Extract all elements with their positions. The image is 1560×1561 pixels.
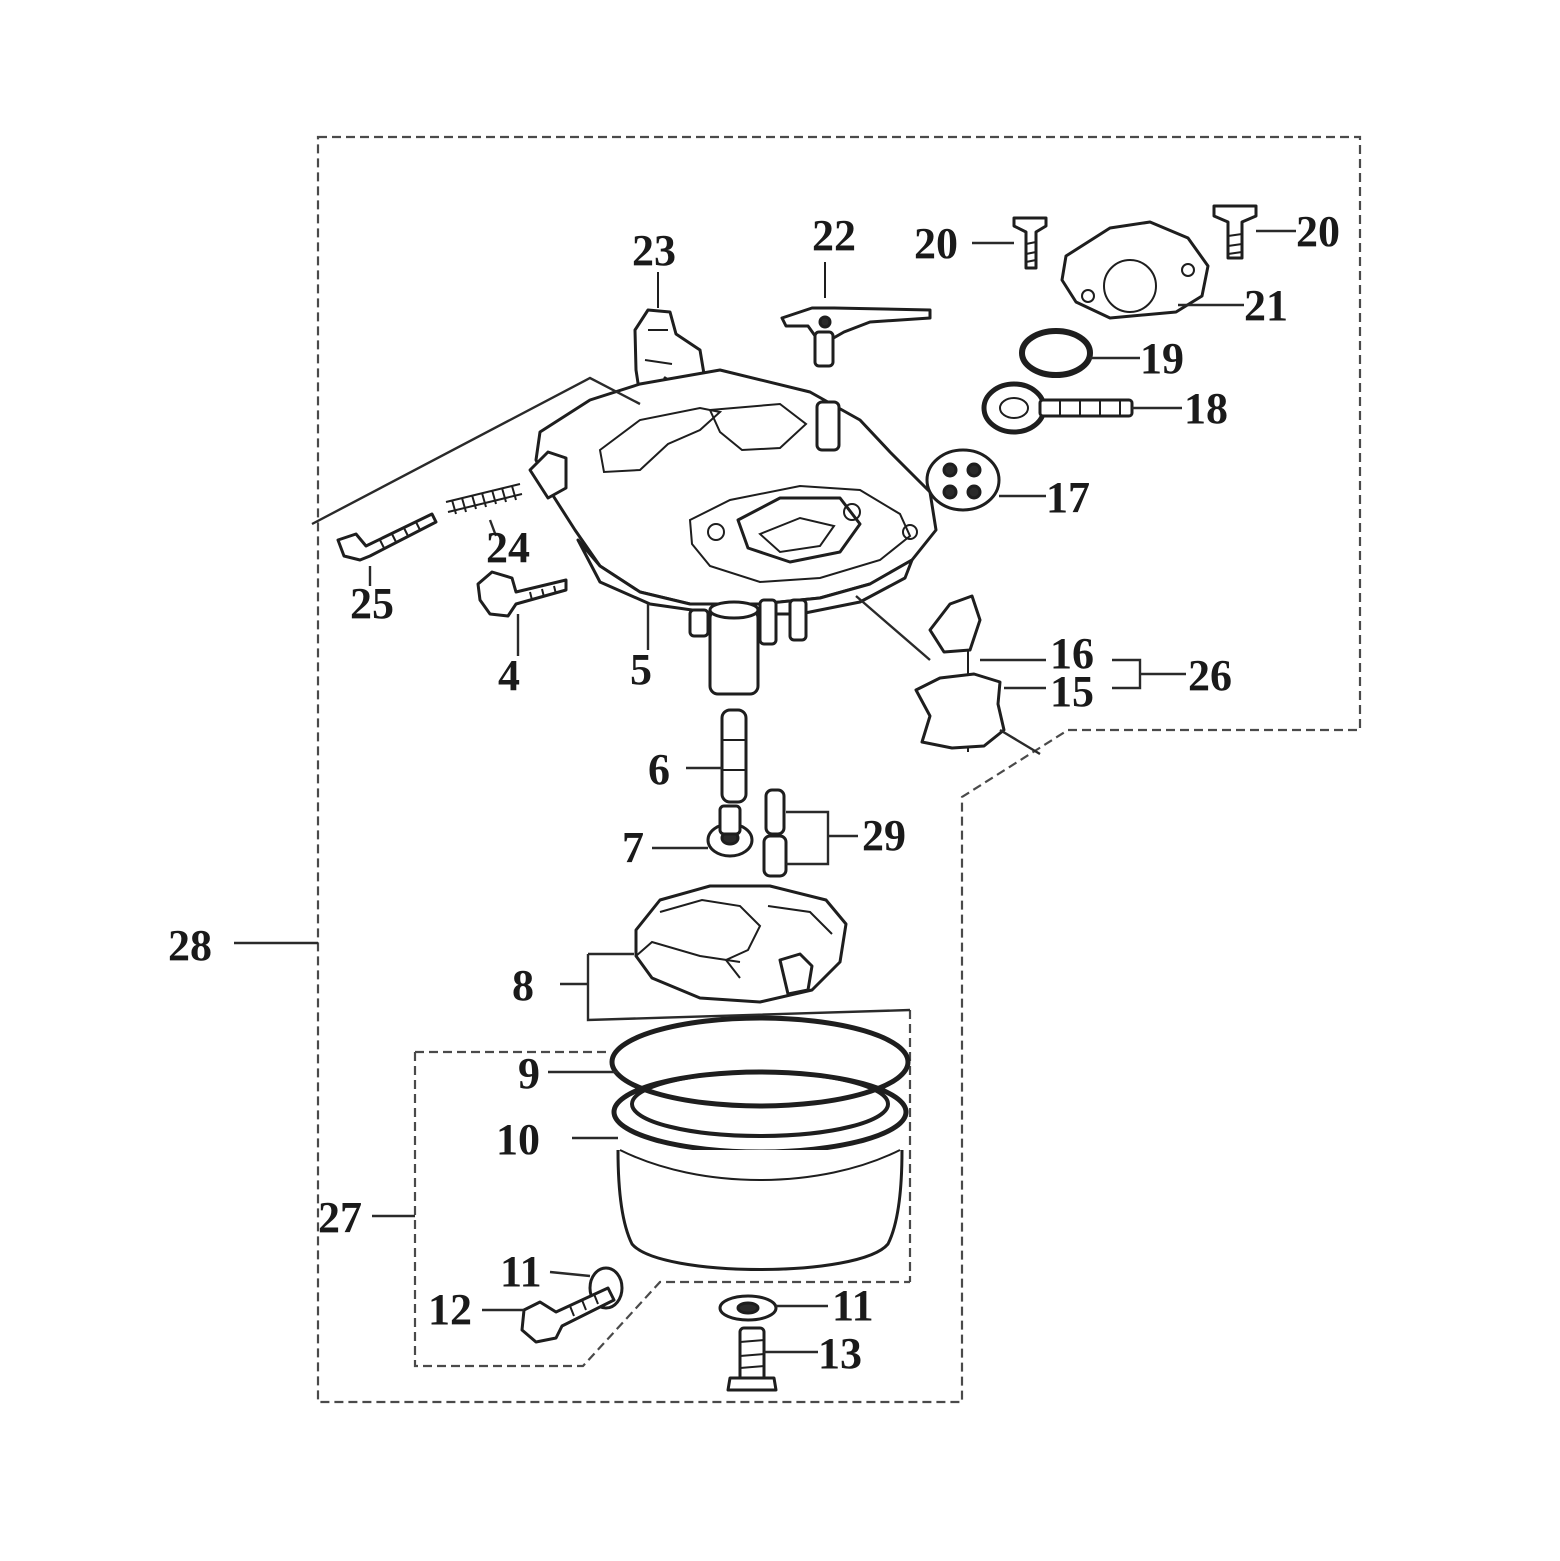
callout-25: 25 [350,579,394,628]
callout-8: 8 [512,961,534,1010]
callout-16: 16 [1050,629,1094,678]
part-18-jet [981,381,1134,435]
part-12-drain-screw [520,1286,616,1344]
part-10-float-bowl [611,1069,909,1271]
callout-17: 17 [1046,473,1090,522]
part-7-washer [706,804,754,858]
part-24-idle-spring [445,483,523,515]
callout-24: 24 [486,523,530,572]
callout-7: 7 [622,823,644,872]
assembly-28-boundary [316,135,1362,1404]
callout-28: 28 [168,921,212,970]
callout-20-right: 20 [1296,207,1340,256]
callout-21: 21 [1244,281,1288,330]
part-4-pilot-screw [476,570,568,618]
part-15-float-seat [914,672,1006,750]
part-11-washer-bottom [718,1294,778,1322]
part-6-main-jet [720,708,748,804]
callout-6: 6 [648,745,670,794]
part-17-gasket [925,448,1001,512]
assembly-27-boundary [413,1050,910,1368]
callout-4: 4 [498,651,520,700]
part-21-cover-plate [1060,220,1210,320]
callout-5: 5 [630,645,652,694]
callout-15: 15 [1050,667,1094,716]
callout-29: 29 [862,811,906,860]
callout-22: 22 [812,211,856,260]
callout-11-bottom: 11 [832,1281,874,1330]
part-5-carburetor-body [528,368,938,696]
part-25-idle-screw [336,512,438,562]
callout-9: 9 [518,1049,540,1098]
part-9-bowl-gasket [609,1015,911,1109]
part-20-screw-right [1212,204,1258,260]
callout-12: 12 [428,1285,472,1334]
callout-labels: 23 22 20 20 21 19 18 17 16 15 26 24 25 4… [168,207,1340,1378]
callout-23: 23 [632,226,676,275]
part-13-bowl-bolt [726,1326,778,1392]
part-20-screw-left [1012,216,1048,270]
part-22-throttle-lever [780,262,932,368]
callout-27: 27 [318,1193,362,1242]
part-29-needle-valve [762,788,788,878]
part-19-o-ring [1019,328,1093,378]
callout-26: 26 [1188,651,1232,700]
callout-10: 10 [496,1115,540,1164]
leader-lines [234,229,1296,1354]
part-8-float [634,884,848,1004]
callout-11-left: 11 [500,1247,542,1296]
callout-20-left: 20 [914,219,958,268]
callout-19: 19 [1140,334,1184,383]
callout-18: 18 [1184,384,1228,433]
callout-13: 13 [818,1329,862,1378]
